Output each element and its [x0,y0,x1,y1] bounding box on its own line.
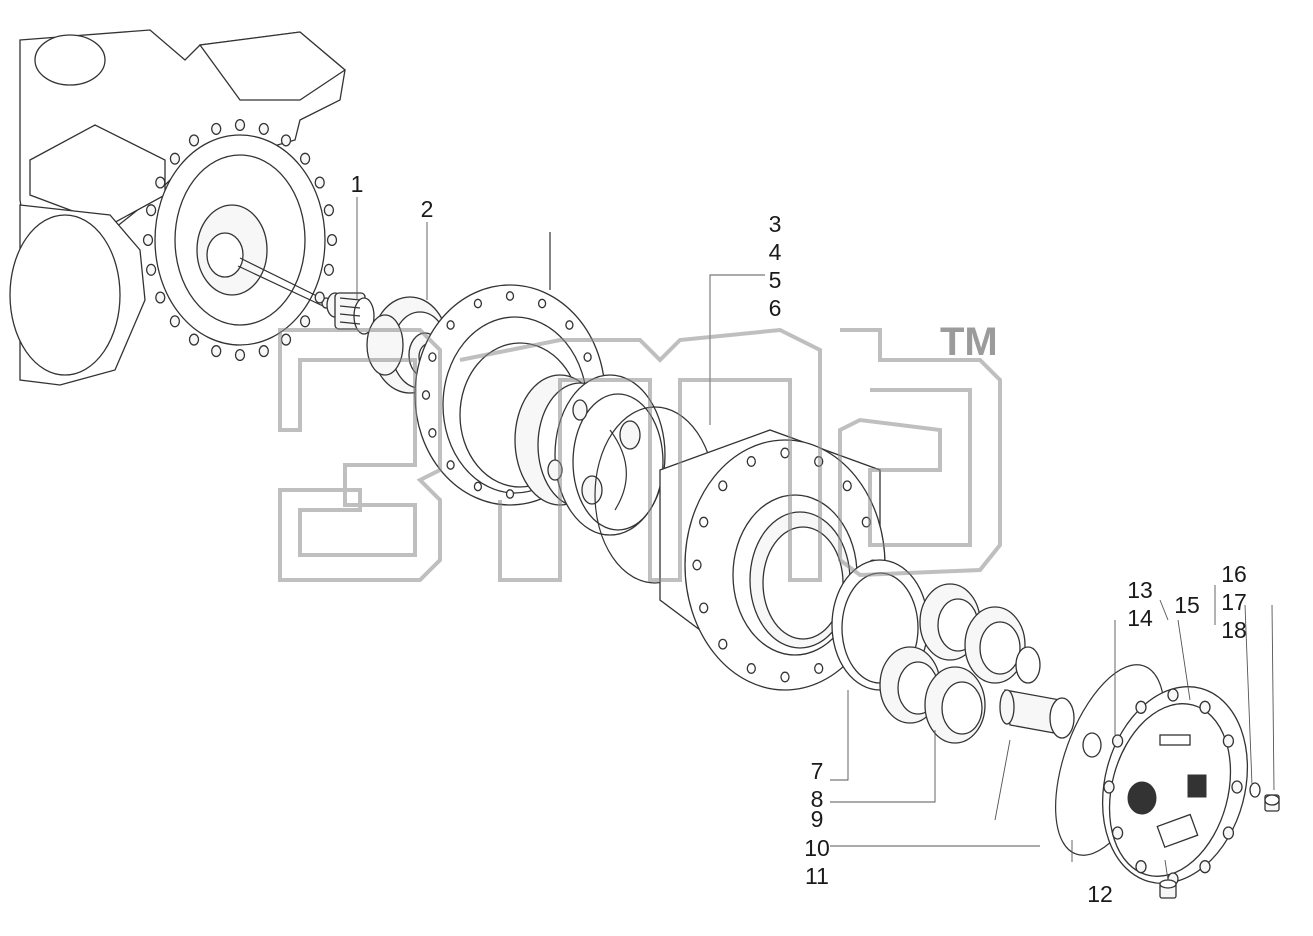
housing-bolt-ring [142,118,338,362]
sun-shaft [999,689,1075,739]
label-9: 9 [811,806,824,832]
flange-hole [537,298,547,309]
housing-bolt [280,134,292,147]
label-16: 16 [1221,561,1247,587]
housing-bolt [145,204,157,217]
label-7: 7 [811,758,824,784]
hub-hole [718,638,728,650]
hub-hole [842,480,852,492]
label-15: 15 [1174,592,1200,618]
housing-bolt [234,118,246,132]
housing-bolt [169,152,181,165]
housing-bolt [280,333,292,346]
flange-hole [446,460,455,470]
label-8: 8 [811,786,824,812]
housing-bolt [299,152,311,165]
housing-bolt [326,233,338,247]
housing-bolt [145,263,157,276]
housing-bolt [211,122,222,135]
housing-bolt [299,315,311,328]
hub-hole [718,480,728,492]
label-17: 17 [1221,589,1247,615]
hub-hole [692,559,702,571]
planet-carrier [514,374,666,536]
flange-hole [421,390,431,400]
label-1: 1 [351,171,364,197]
hub-hole [780,671,790,683]
cover-screw [1159,879,1177,899]
cover-bolt [1231,780,1243,794]
hub-hole [814,663,824,674]
flange-hole [583,352,592,362]
cover-bolt [1135,700,1147,714]
flange-hole [473,298,483,309]
hub-hole [746,663,756,674]
axle-housing [9,29,347,386]
housing-bolt [258,345,269,358]
cover-bolt [1111,826,1124,840]
end-cover [1101,686,1249,884]
flange-hole [428,352,437,362]
label-13: 13 [1127,577,1153,603]
cover-bolt [1199,700,1211,714]
housing-bolt [211,345,222,358]
label-2: 2 [421,196,434,222]
housing-bolt [155,291,166,304]
cover-bolt [1222,826,1235,840]
watermark-trademark: TM [940,320,998,364]
label-4: 4 [769,239,782,265]
housing-bolt [234,348,246,362]
leader-lines [356,197,1275,881]
housing-bolt [155,176,166,189]
planet-gears [879,583,1026,744]
hub-hole [780,447,790,459]
housing-bolt [188,333,200,346]
label-14: 14 [1127,605,1153,631]
cover-bolt [1222,734,1235,748]
housing-bolt [258,122,269,135]
housing-bolt [323,204,335,217]
label-3: 3 [769,211,782,237]
label-10: 10 [804,835,830,861]
spacer-ring [1015,646,1041,684]
cover-bolts [1103,688,1243,886]
flange-hole [446,320,455,330]
cover-bolt [1167,688,1179,702]
flange-hole [565,320,574,330]
housing-bolt [169,315,181,328]
flange-hole [473,481,483,492]
housing-bolt [314,291,325,304]
label-11: 11 [805,863,829,889]
washer [1082,732,1102,758]
label-18: 18 [1221,617,1247,643]
watermark-logo [278,327,1002,582]
hub-hole [699,516,709,528]
flange-hole [428,428,437,438]
housing-bolt [188,134,200,147]
cover-bolt [1103,780,1115,794]
cover-bolt [1135,860,1147,874]
cover-bolt [1199,860,1211,874]
label-5: 5 [769,267,782,293]
flange-hole [505,291,515,301]
part-1-spline-coupling [326,292,375,335]
housing-bolt [323,263,335,276]
hub-hole [699,602,709,614]
housing-bolt [142,233,154,247]
label-6: 6 [769,295,782,321]
cover-bolt [1111,734,1124,748]
housing-bolt [314,176,325,189]
flange-hole [505,489,515,499]
label-12: 12 [1087,881,1113,907]
drain-plug [1249,782,1280,812]
hub-hole [746,456,756,467]
